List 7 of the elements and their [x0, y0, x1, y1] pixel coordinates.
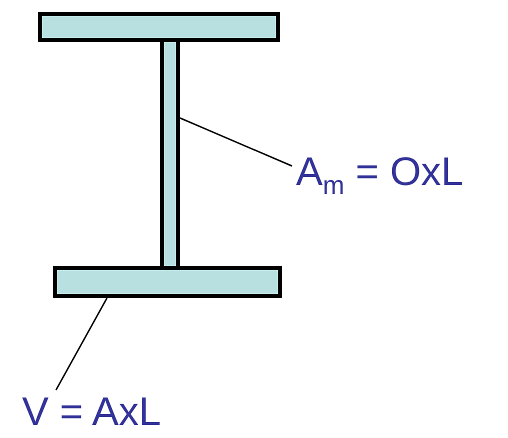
web-plate: [160, 42, 180, 266]
flange-plate: [53, 266, 282, 298]
formula-label: A$_{m}$ = OxL: [296, 150, 464, 200]
leader-line: [180, 117, 292, 167]
leader-line: [55, 298, 108, 390]
formula-label: V = AxL: [22, 390, 161, 434]
flange-plate: [38, 12, 280, 42]
